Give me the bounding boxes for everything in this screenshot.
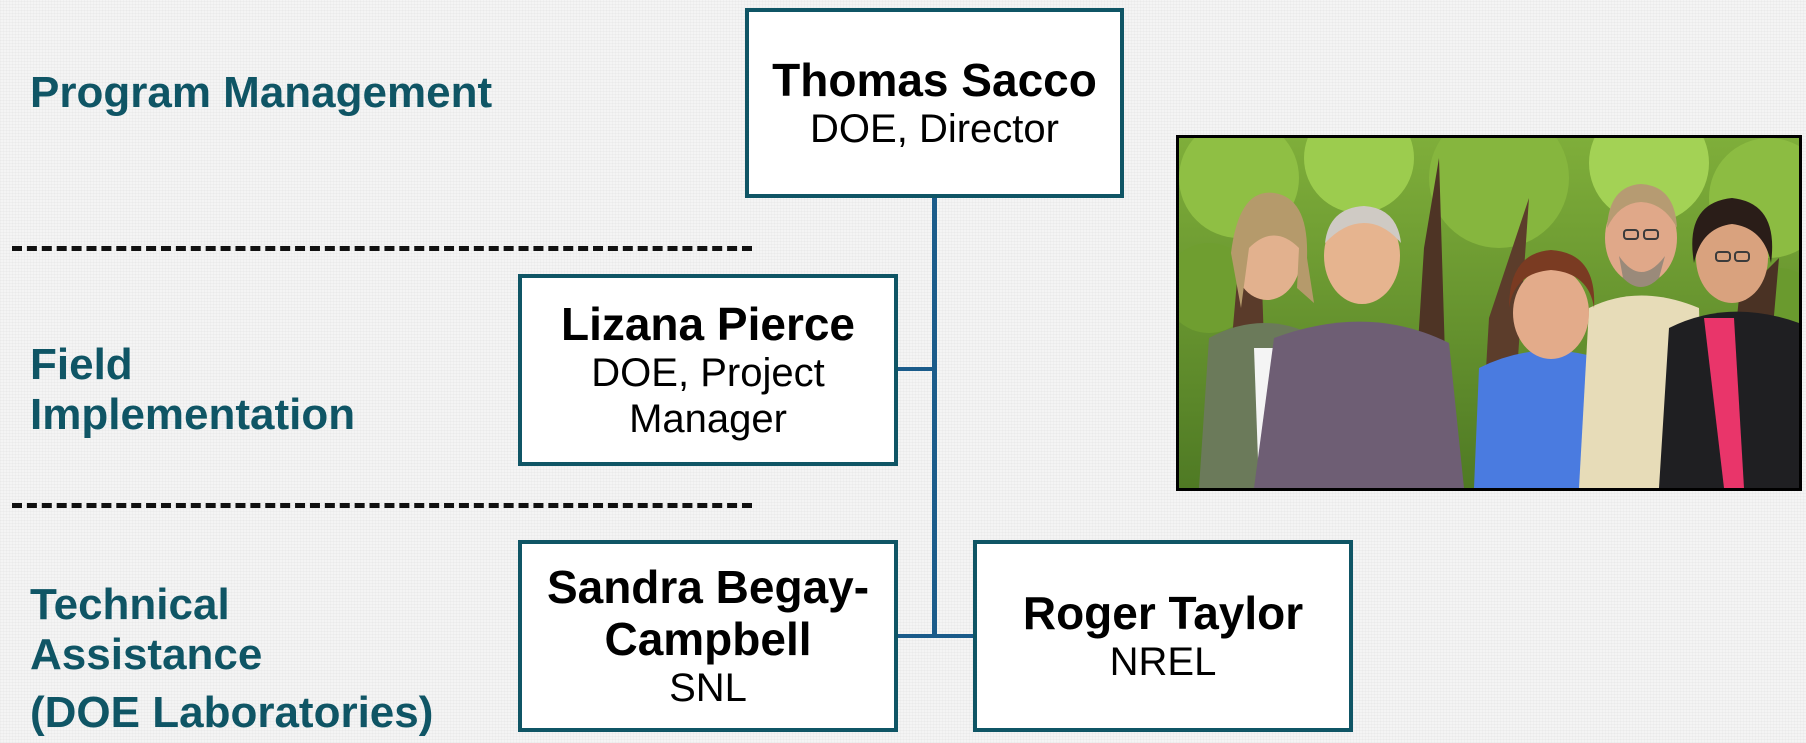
- node-name: Campbell: [604, 613, 812, 665]
- connector-to-pierce: [896, 367, 936, 371]
- node-thomas-sacco: Thomas Sacco DOE, Director: [745, 8, 1124, 198]
- team-photo: [1176, 135, 1802, 491]
- section-label-line: Technical: [30, 580, 230, 629]
- node-role: Manager: [629, 397, 787, 441]
- node-roger-taylor: Roger Taylor NREL: [973, 540, 1353, 732]
- node-name: Roger Taylor: [1022, 587, 1304, 639]
- node-role: DOE, Project: [591, 351, 825, 395]
- section-label-line: (DOE Laboratories): [30, 688, 434, 737]
- node-name: Thomas Sacco: [772, 54, 1097, 106]
- node-role: DOE, Director: [810, 107, 1059, 151]
- node-lizana-pierce: Lizana Pierce DOE, Project Manager: [518, 274, 898, 466]
- section-label-technical-assistance: Technical Assistance (DOE Laboratories): [30, 580, 433, 738]
- section-label-line: Program Management: [30, 68, 493, 117]
- connector-vertical: [932, 196, 937, 638]
- connector-to-taylor: [934, 634, 975, 638]
- node-role: SNL: [669, 666, 747, 710]
- node-name: Sandra Begay-: [546, 561, 870, 613]
- section-label-line: Assistance: [30, 630, 263, 679]
- team-photo-image: [1179, 138, 1799, 488]
- connector-to-begay: [896, 634, 936, 638]
- section-label-line: Field: [30, 340, 133, 389]
- section-label-program-management: Program Management: [30, 68, 492, 118]
- section-label-line: Implementation: [30, 390, 356, 439]
- node-sandra-begay-campbell: Sandra Begay- Campbell SNL: [518, 540, 898, 732]
- node-name: Lizana Pierce: [560, 298, 856, 350]
- section-divider: [12, 246, 752, 251]
- section-label-field-implementation: Field Implementation: [30, 340, 355, 440]
- section-divider: [12, 503, 752, 508]
- node-role: NREL: [1109, 640, 1217, 684]
